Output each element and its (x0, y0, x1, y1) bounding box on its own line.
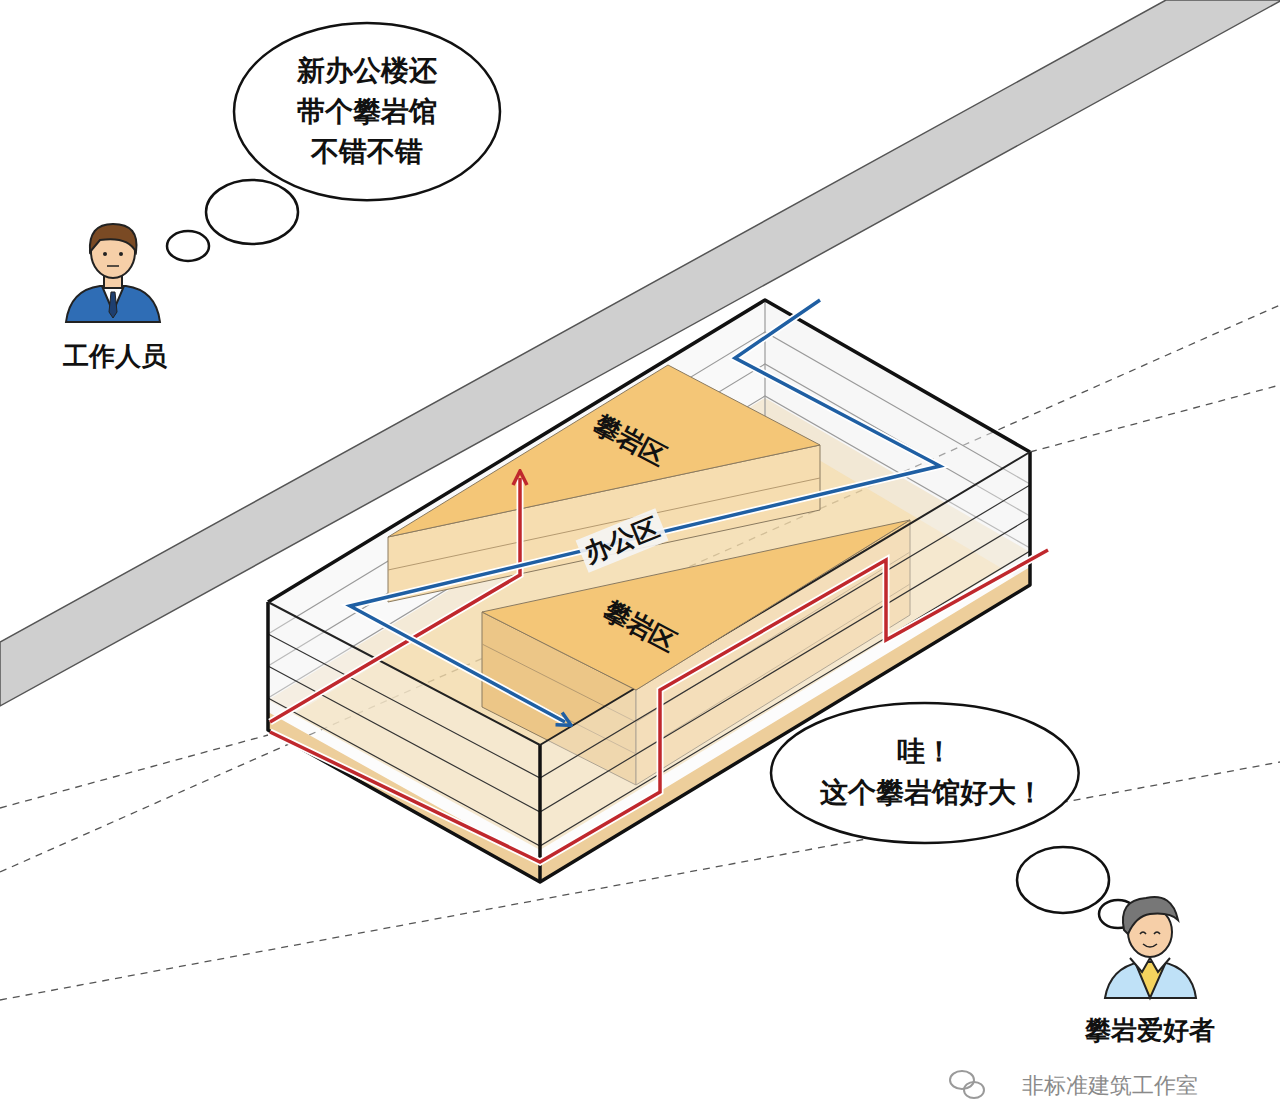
wedge-top (385, 365, 822, 537)
climber-icon (1105, 897, 1196, 998)
wedge-top (480, 520, 912, 692)
watermark: 非标准建筑工作室 (1022, 1071, 1198, 1101)
bubble-text: 新办公楼还 带个攀岩馆 不错不错 (292, 51, 442, 173)
person-label: 工作人员 (63, 339, 167, 374)
bubble-outline (769, 701, 1081, 845)
thought-bubble: 哇！ 这个攀岩馆好大！ (769, 701, 1081, 845)
site-lines (0, 305, 1280, 1000)
watermark-icon (950, 1071, 984, 1098)
glass-front (268, 602, 540, 882)
climbing-zone: 攀岩区 (385, 365, 822, 537)
thought-bubble: 新办公楼还 带个攀岩馆 不错不错 (232, 21, 502, 202)
person-label: 攀岩爱好者 (1085, 1013, 1215, 1048)
road (0, 0, 1280, 706)
climber-route (270, 478, 1048, 862)
climbing-zone: 攀岩区 (480, 520, 912, 692)
worker-route (350, 300, 940, 722)
worker-icon (66, 224, 160, 322)
floor-lines (268, 485, 1030, 846)
bubble-text: 哇！ 这个攀岩馆好大！ (820, 732, 1030, 813)
bubble-tail (167, 180, 1137, 928)
building-outline (268, 300, 1030, 882)
